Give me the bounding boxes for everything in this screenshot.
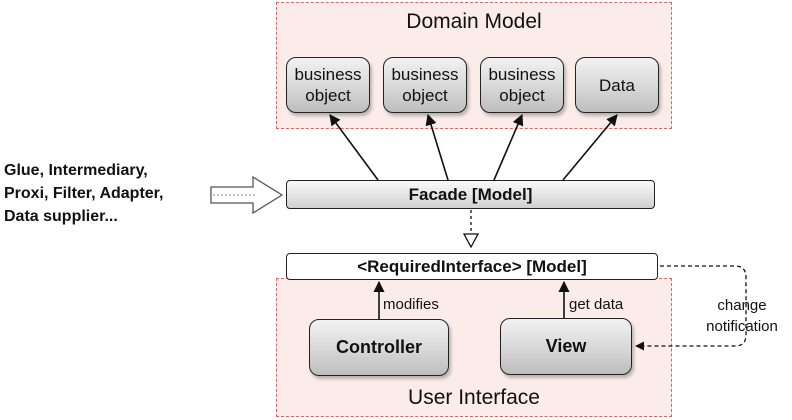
- business-object-2-line1: business: [391, 65, 459, 84]
- business-object-2[interactable]: business object: [383, 57, 467, 113]
- change-notification-path: [635, 265, 747, 351]
- data-object-label: Data: [599, 75, 635, 95]
- facade-label: Facade [Model]: [408, 184, 533, 204]
- business-object-3[interactable]: business object: [480, 57, 564, 113]
- change-notification-label: change notification: [694, 295, 790, 337]
- user-interface-title: User Interface: [408, 386, 540, 409]
- glue-line-1: Glue, Intermediary,: [4, 162, 148, 179]
- business-object-2-line2: object: [402, 86, 448, 105]
- get-data-label: get data: [569, 296, 624, 313]
- view-label: View: [545, 336, 587, 356]
- facade-bar[interactable]: Facade [Model]: [286, 180, 655, 209]
- business-object-3-line2: object: [499, 86, 545, 105]
- arrow-to-business-object-1: [329, 114, 379, 181]
- glue-line-3: Data supplier...: [4, 208, 118, 225]
- data-object[interactable]: Data: [575, 57, 659, 113]
- business-object-1-line1: business: [294, 65, 362, 84]
- arrow-to-business-object-3: [493, 113, 524, 181]
- realization-triangle: [462, 233, 480, 249]
- arrow-to-business-object-2: [425, 113, 449, 181]
- change-notification-line1: change: [717, 297, 767, 314]
- glue-text: Glue, Intermediary, Proxi, Filter, Adapt…: [4, 159, 209, 228]
- required-interface-bar[interactable]: <RequiredInterface> [Model]: [286, 253, 658, 280]
- required-interface-label: <RequiredInterface> [Model]: [357, 256, 587, 276]
- view-button[interactable]: View: [500, 318, 632, 375]
- arrow-to-data-object: [562, 114, 618, 181]
- controller-button[interactable]: Controller: [309, 319, 449, 376]
- domain-model-title: Domain Model: [406, 10, 542, 33]
- business-object-1-line2: object: [305, 86, 351, 105]
- business-object-1[interactable]: business object: [286, 57, 370, 113]
- business-object-3-line1: business: [488, 65, 556, 84]
- change-notification-line2: notification: [706, 318, 778, 335]
- modifies-label: modifies: [383, 296, 439, 313]
- controller-label: Controller: [335, 337, 422, 357]
- glue-line-2: Proxi, Filter, Adapter,: [4, 185, 164, 202]
